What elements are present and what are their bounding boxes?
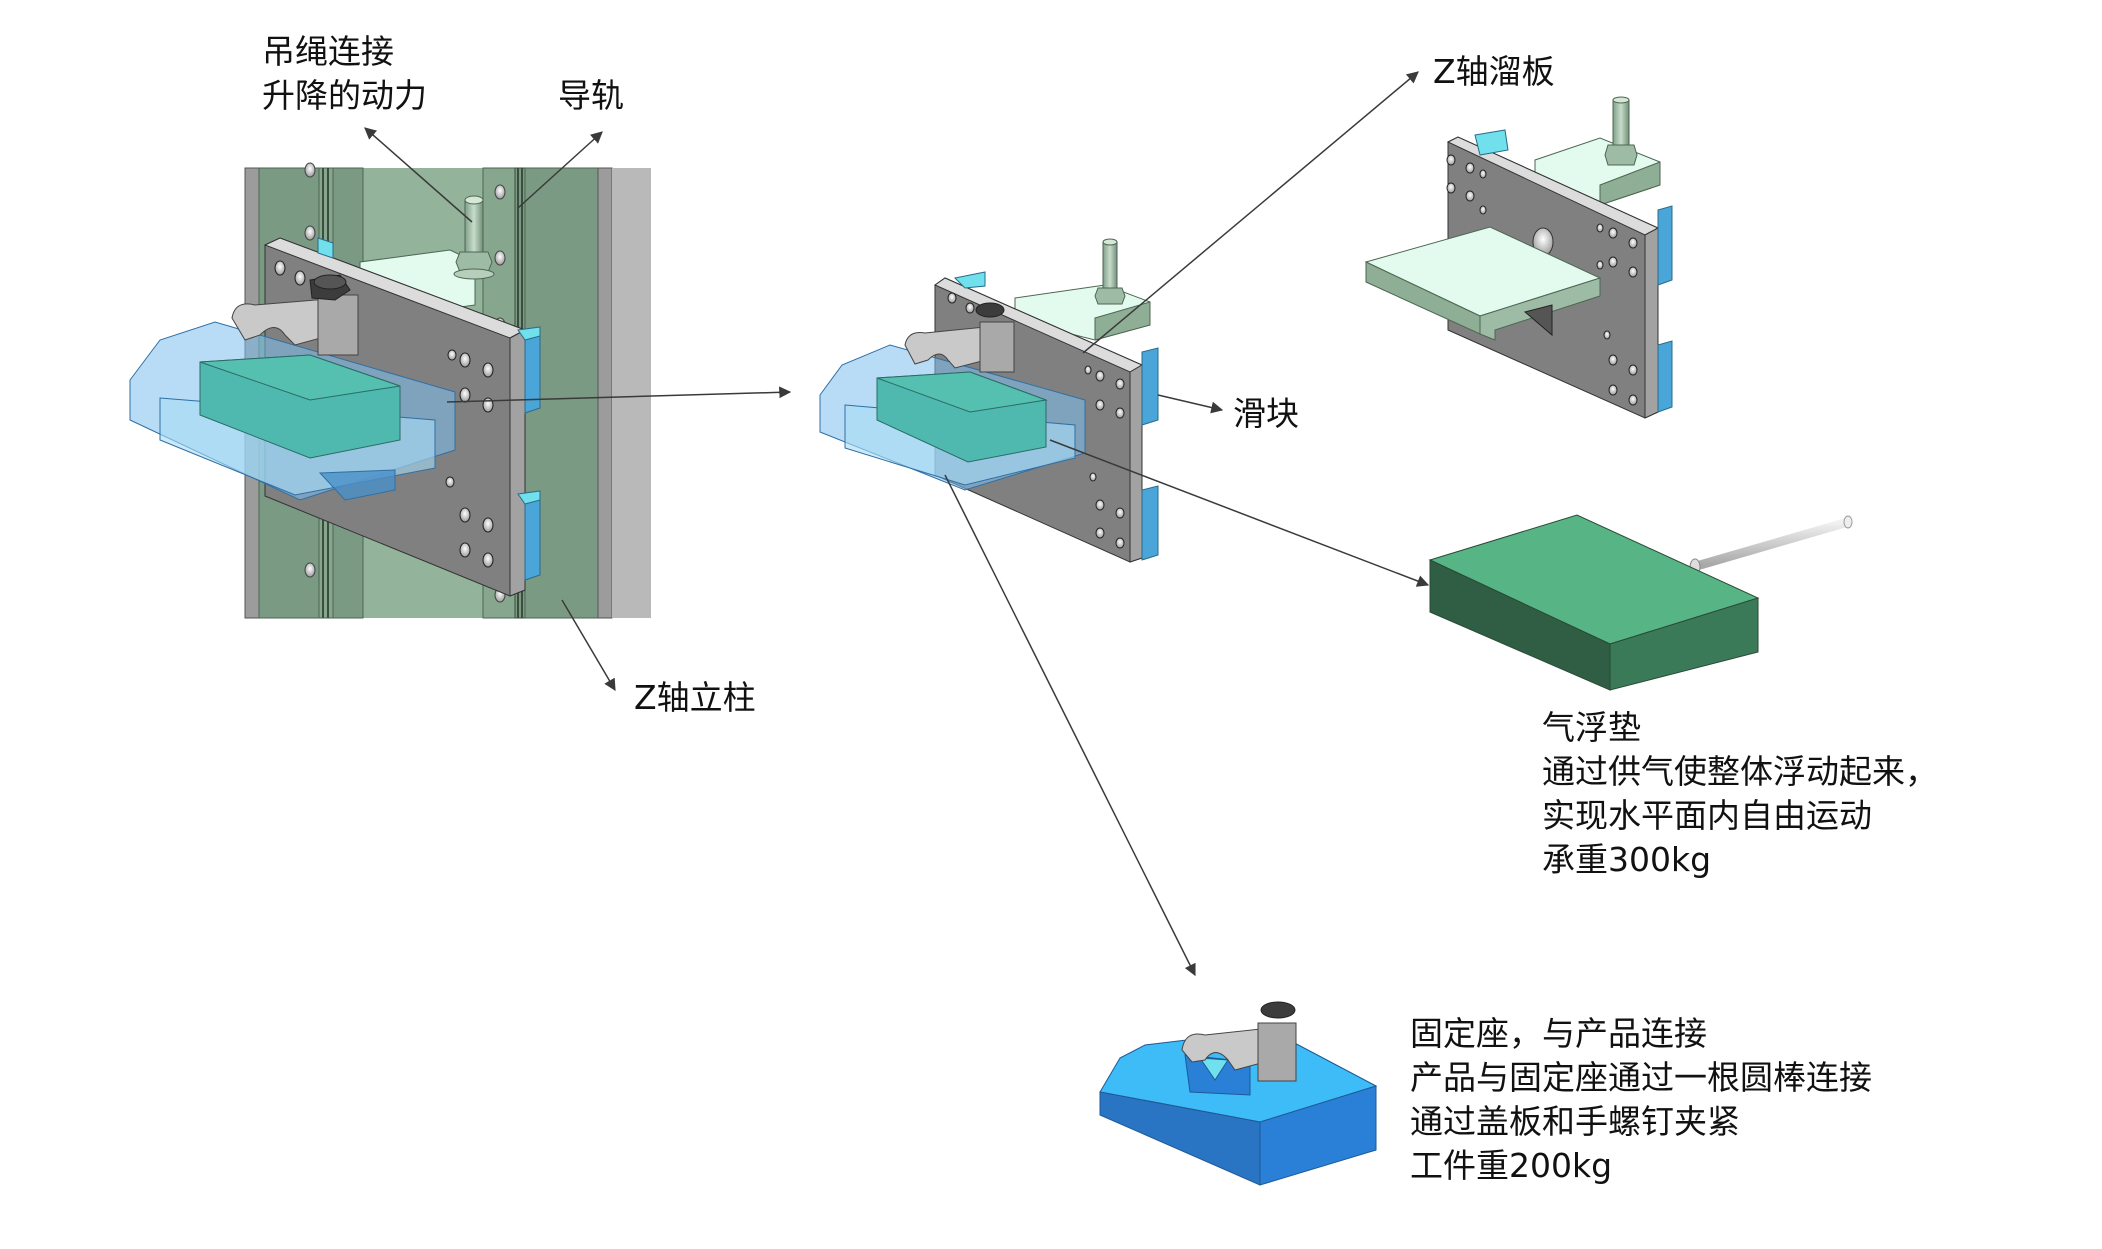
label-air-pad-line-3: 实现水平面内自由运动	[1542, 796, 1872, 835]
z-carriage	[1364, 96, 1673, 419]
arrow-z-column	[561, 599, 616, 692]
arrow-air-pad	[1049, 439, 1430, 587]
label-hoist-rope-line-2: 升降的动力	[262, 76, 427, 115]
arrow-fixture	[944, 474, 1196, 977]
arrow-slider	[1157, 394, 1224, 414]
clamp	[231, 274, 359, 356]
z-column-assembly	[129, 162, 651, 619]
label-z-carriage: Z轴溜板	[1433, 52, 1555, 91]
air-pad	[1428, 514, 1853, 691]
label-z-column: Z轴立柱	[634, 678, 756, 717]
label-guide-rail: 导轨	[558, 76, 624, 115]
label-air-pad-line-1: 气浮垫	[1542, 708, 1641, 747]
label-hoist-rope-line-1: 吊绳连接	[262, 32, 394, 71]
arrow-guide-rail	[517, 131, 603, 209]
arrow-hoist-rope	[364, 127, 473, 223]
label-fixture-line-3: 通过盖板和手螺钉夹紧	[1410, 1102, 1740, 1141]
label-fixture-line-1: 固定座，与产品连接	[1410, 1014, 1707, 1053]
label-air-pad: 气浮垫 通过供气使整体浮动起来， 实现水平面内自由运动 承重300kg	[1542, 706, 1938, 882]
arrow-z-carriage	[1082, 71, 1419, 354]
transparent-fixture	[129, 321, 456, 501]
label-hoist-rope: 吊绳连接 升降的动力	[262, 30, 427, 118]
arrow-to-slider-assembly	[446, 386, 792, 403]
label-fixture-line-4: 工件重200kg	[1410, 1146, 1613, 1185]
slider-assembly	[819, 238, 1159, 563]
label-air-pad-line-2: 通过供气使整体浮动起来，	[1542, 752, 1938, 791]
hoist-bolt	[453, 195, 495, 280]
slider-blocks	[317, 237, 541, 581]
label-fixture-line-2: 产品与固定座通过一根圆棒连接	[1410, 1058, 1872, 1097]
label-fixture: 固定座，与产品连接 产品与固定座通过一根圆棒连接 通过盖板和手螺钉夹紧 工件重2…	[1410, 1012, 1872, 1188]
label-air-pad-line-4: 承重300kg	[1542, 840, 1712, 879]
fixture-seat	[1099, 1001, 1378, 1186]
label-slider: 滑块	[1233, 394, 1299, 433]
